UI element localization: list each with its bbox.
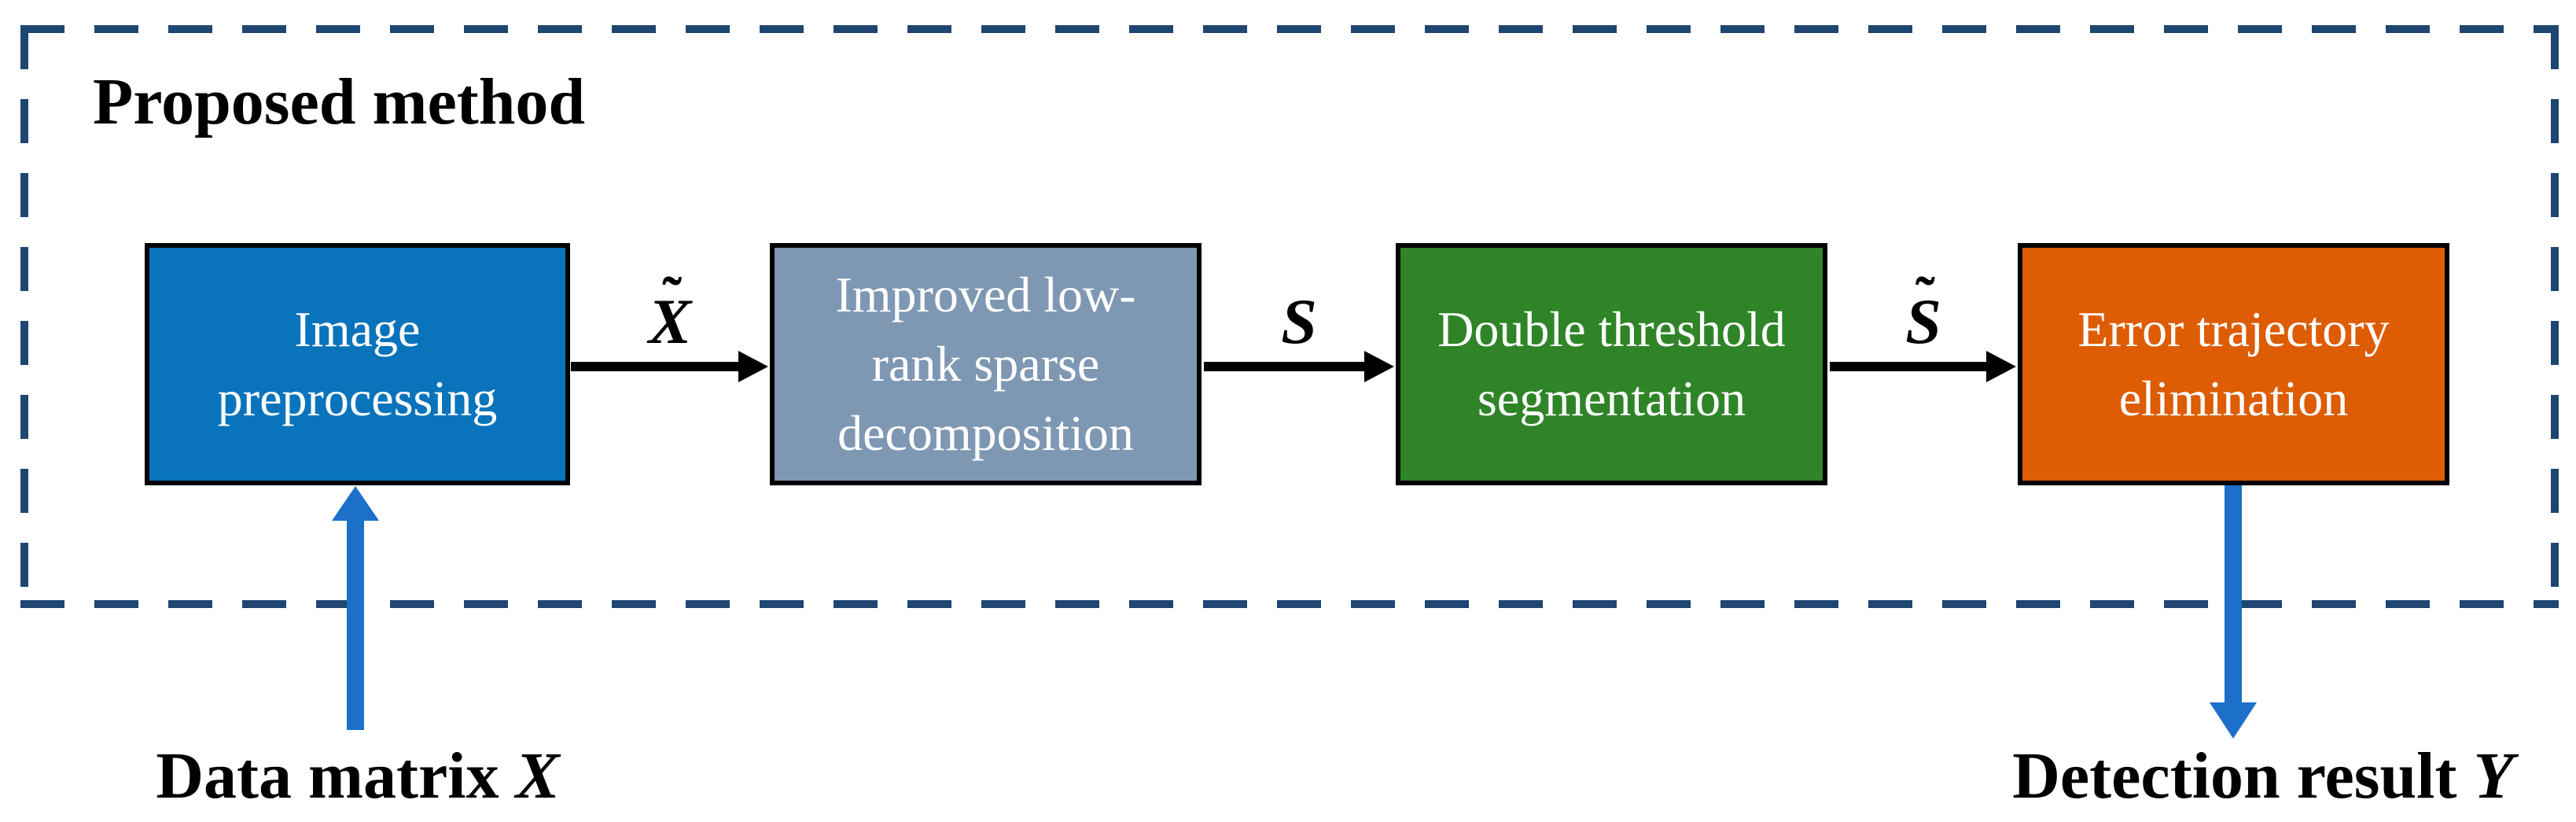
flow-arrow-3-shaft <box>1830 362 1987 371</box>
input-label-symbol: X <box>515 739 560 813</box>
flow-arrow-1-head-icon <box>738 351 768 382</box>
input-label: Data matrix X <box>106 738 609 814</box>
flow-label-s: S <box>1236 289 1362 354</box>
output-arrow-shaft <box>2225 485 2242 704</box>
flow-arrow-3-head-icon <box>1986 351 2016 382</box>
box-image-preprocessing-label: Image preprocessing <box>217 301 498 426</box>
output-label-symbol: Y <box>2473 739 2514 813</box>
flow-label-base: S <box>1905 286 1941 357</box>
input-arrow-head-icon <box>332 486 379 521</box>
flow-label-base: X <box>648 286 692 357</box>
flow-label-x-tilde: ˜ X <box>607 269 733 357</box>
input-label-text: Data matrix <box>156 739 516 813</box>
box-error-trajectory-elimination-label: Error trajectory elimination <box>2077 301 2390 426</box>
tilde-accent: ˜ <box>1915 266 1935 330</box>
flow-arrow-2-shaft <box>1204 362 1365 371</box>
flow-label-s-tilde: ˜ S <box>1860 269 1986 357</box>
box-improved-low-rank-sparse-decomposition-label: Improved low- rank sparse decomposition <box>835 267 1136 461</box>
box-double-threshold-segmentation-label: Double threshold segmentation <box>1437 301 1786 426</box>
flow-label-base: S <box>1281 286 1317 357</box>
box-error-trajectory-elimination: Error trajectory elimination <box>2018 243 2449 485</box>
box-image-preprocessing: Image preprocessing <box>145 243 570 485</box>
box-double-threshold-segmentation: Double threshold segmentation <box>1396 243 1827 485</box>
input-arrow-shaft <box>347 519 364 730</box>
diagram-title: Proposed method <box>93 65 586 138</box>
output-arrow-head-icon <box>2210 702 2257 739</box>
flow-arrow-1-shaft <box>571 362 739 371</box>
box-improved-low-rank-sparse-decomposition: Improved low- rank sparse decomposition <box>770 243 1202 485</box>
tilde-accent: ˜ <box>662 266 683 330</box>
output-label-text: Detection result <box>2012 739 2474 813</box>
flow-arrow-2-head-icon <box>1364 351 1394 382</box>
output-label: Detection result Y <box>1988 738 2538 814</box>
